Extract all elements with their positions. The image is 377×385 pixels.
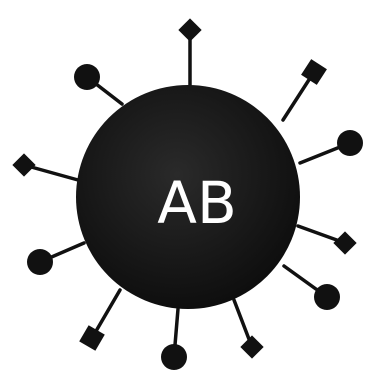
spike-top-diamond <box>178 18 201 86</box>
square-tip <box>301 59 327 85</box>
diamond-tip <box>240 335 263 358</box>
diamond-tip <box>12 153 35 176</box>
spike-bottom-left-square <box>79 290 120 351</box>
spike-right-circle <box>300 130 363 163</box>
spike-lower-right-circle <box>284 266 340 310</box>
circle-tip <box>314 284 340 310</box>
diamond-tip <box>178 18 201 41</box>
center-label: AB <box>157 169 236 237</box>
spike-bottom-circle <box>161 309 187 370</box>
spike-left-lower-circle <box>27 243 84 275</box>
circle-tip <box>337 130 363 156</box>
spike-upper-left-circle <box>74 64 122 104</box>
circle-tip <box>27 249 53 275</box>
spike-right-lower-diamond <box>298 226 357 255</box>
square-tip <box>79 325 105 351</box>
spike-left-diamond <box>12 153 78 180</box>
diamond-tip <box>333 231 356 254</box>
spike-upper-right-square <box>283 59 327 120</box>
circle-tip <box>161 344 187 370</box>
spike-bottom-right-diamond <box>234 300 264 359</box>
circle-tip <box>74 64 100 90</box>
